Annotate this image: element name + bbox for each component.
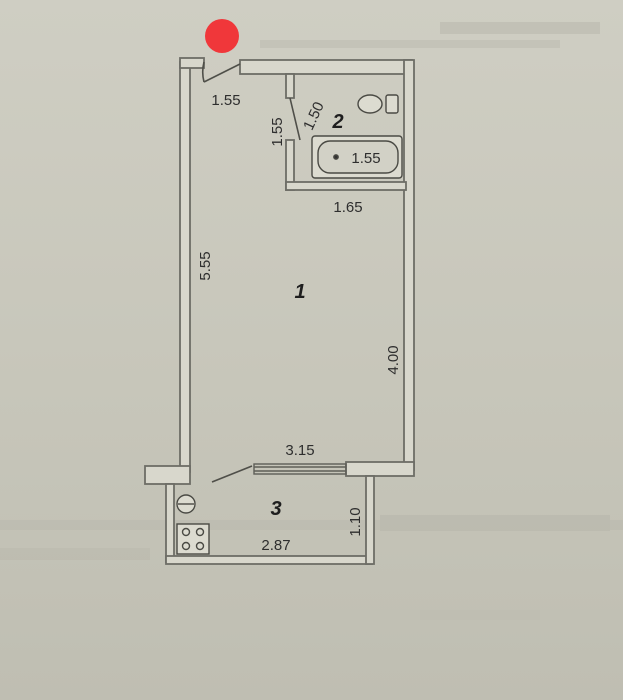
dim-bathtub: 1.55: [351, 150, 380, 167]
bathroom-door: [289, 97, 301, 141]
room-3-label: 3: [270, 498, 281, 520]
bathtub-icon: [311, 135, 403, 179]
toilet-icon: [357, 94, 399, 114]
sink-icon: [176, 494, 196, 514]
dim-bath-bottom: 1.65: [333, 199, 362, 216]
walls: [144, 57, 415, 565]
balcony-wall-left: [165, 483, 175, 563]
stove-icon: [176, 523, 210, 555]
dim-balcony-width: 2.87: [261, 537, 290, 554]
dim-bath-door: 1.50: [300, 99, 328, 133]
balcony-window: [253, 463, 347, 475]
wall-top-left: [179, 57, 205, 69]
dim-balcony-depth: 1.10: [347, 507, 364, 536]
wall-right: [403, 59, 415, 471]
dim-room-left: 5.55: [197, 251, 214, 280]
wall-bottom-left: [144, 465, 191, 485]
dim-room-right: 4.00: [385, 345, 402, 374]
room-1-label: 1: [294, 281, 305, 303]
balcony-wall-right: [365, 475, 375, 565]
entry-door: [201, 61, 241, 83]
wall-top: [239, 59, 413, 75]
dim-room-bottom: 3.15: [285, 442, 314, 459]
wall-left: [179, 61, 191, 473]
faint-background-print: [0, 22, 623, 620]
balcony-door: [211, 465, 253, 483]
balcony-wall-bottom: [165, 555, 373, 565]
wall-bath-left: [285, 73, 295, 99]
wall-bottom-right: [345, 461, 415, 477]
room-2-label: 2: [331, 111, 343, 133]
dim-entry-wall: 1.55: [211, 92, 240, 109]
dim-bath-left: 1.55: [269, 117, 286, 146]
red-marker-dot: [205, 19, 239, 53]
wall-bath-bottom: [285, 181, 407, 191]
